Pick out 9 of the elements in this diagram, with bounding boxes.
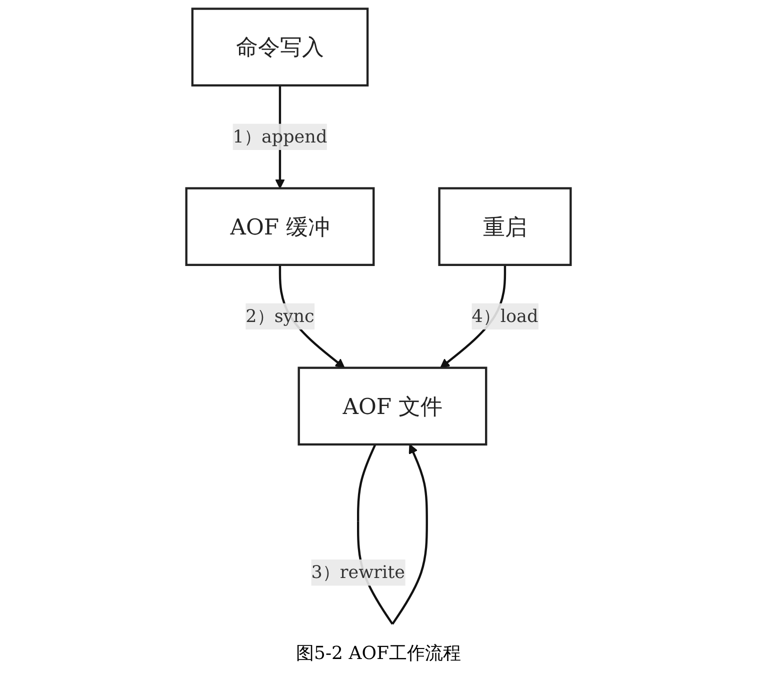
edge-label: 2）sync [246,305,314,326]
node-box: AOF 缓冲 [185,187,375,266]
node-box: 重启 [438,187,572,266]
node-box: AOF 文件 [298,366,488,446]
figure-caption: 图5-2 AOF工作流程 [296,642,461,665]
edge-label: 1）append [232,126,328,147]
edge-label: 4）load [472,305,538,326]
node-box: 命令写入 [191,8,369,86]
edge-label: 3）rewrite [311,562,405,582]
